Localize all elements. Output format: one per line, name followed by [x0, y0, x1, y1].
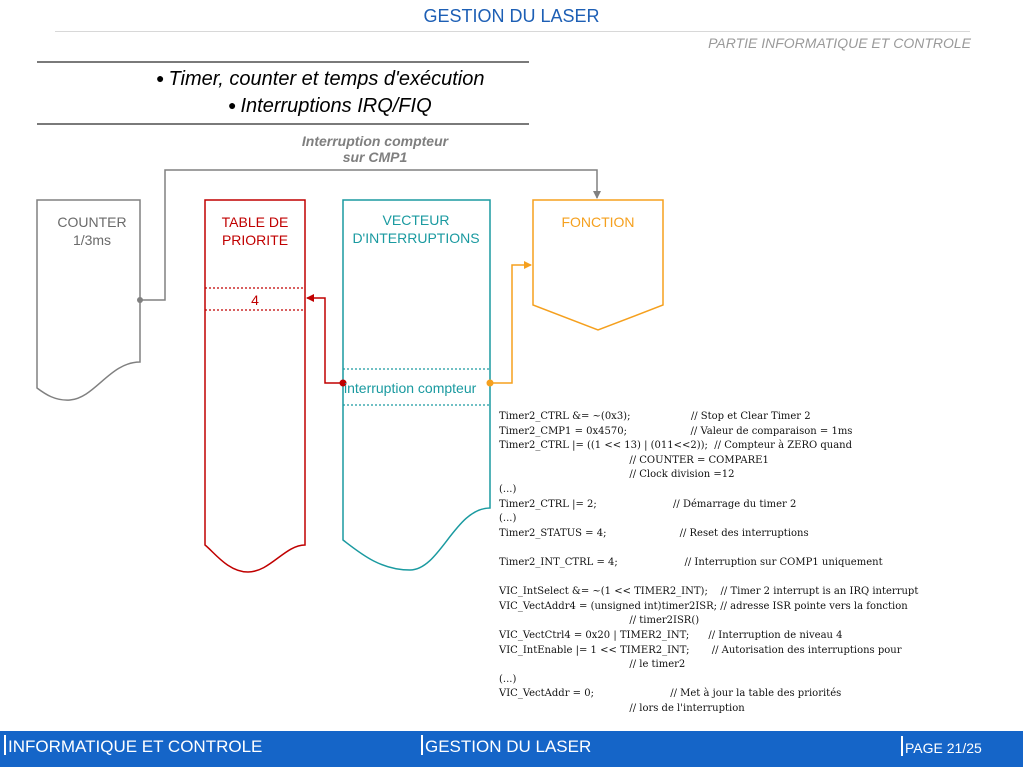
page-subtitle: PARTIE INFORMATIQUE ET CONTROLE: [708, 35, 971, 51]
vector-label-line: VECTEUR: [382, 212, 450, 228]
vector-label-line: D'INTERRUPTIONS: [352, 230, 480, 246]
priority-table-box: [204, 199, 306, 573]
footer-center-text: GESTION DU LASER: [425, 737, 592, 756]
code-line: (...): [499, 673, 517, 685]
vector-to-function-arrow: [490, 261, 532, 384]
function-label: FONCTION: [561, 214, 635, 230]
code-line: VIC_IntEnable |= 1 << TIMER2_INT; // Aut…: [499, 644, 902, 656]
page-title: GESTION DU LASER: [423, 6, 600, 26]
code-line: // COUNTER = COMPARE1: [629, 454, 769, 466]
code-line: Timer2_CTRL |= ((1 << 13) | (011<<2)); /…: [499, 440, 853, 452]
code-line: // le timer2: [629, 659, 686, 671]
priority-table-label-line: TABLE DE: [221, 214, 289, 230]
counter-label: COUNTER 1/3ms: [37, 213, 147, 249]
vector-red-dot: [339, 379, 347, 387]
code-line: VIC_IntSelect &= ~(1 << TIMER2_INT); // …: [499, 586, 919, 598]
code-listing: Timer2_CTRL &= ~(0x3); // Stop et Clear …: [499, 410, 918, 716]
code-line: Timer2_CTRL &= ~(0x3); // Stop et Clear …: [499, 411, 811, 422]
code-line: Timer2_STATUS = 4; // Reset des interrup…: [499, 527, 809, 539]
bullets-top-rule: [37, 61, 529, 63]
code-line: Timer2_CMP1 = 0x4570; // Valeur de compa…: [499, 425, 853, 437]
interrupt-note-line: Interruption compteur: [301, 133, 449, 149]
code-line: // Clock division =12: [629, 469, 735, 481]
footer-separator: [901, 736, 903, 756]
bullet-text: Timer, counter et temps d'exécution: [168, 68, 485, 90]
interrupt-note-line: sur CMP1: [342, 149, 408, 165]
code-line: (...): [499, 483, 517, 495]
counter-label-line: COUNTER: [57, 214, 127, 230]
code-line: VIC_VectAddr4 = (unsigned int)timer2ISR;…: [499, 600, 908, 612]
interrupt-note: Interruption compteur sur CMP1: [280, 133, 470, 165]
footer-left: INFORMATIQUE ET CONTROLE: [4, 735, 262, 757]
code-line: // lors de l'interruption: [629, 702, 745, 714]
priority-table-label-line: PRIORITE: [221, 232, 289, 248]
footer-separator: [4, 735, 6, 755]
vector-entry: interruption compteur: [344, 380, 477, 396]
code-line: // timer2ISR(): [629, 615, 700, 627]
code-line: VIC_VectCtrl4 = 0x20 | TIMER2_INT; // In…: [499, 629, 843, 641]
code-line: Timer2_INT_CTRL = 4; // Interruption sur…: [499, 556, 883, 568]
counter-to-function-arrow: [140, 169, 601, 301]
footer-separator: [421, 735, 423, 755]
bullets-bottom-rule: [37, 123, 529, 125]
counter-box: [36, 199, 141, 401]
priority-table-label: TABLE DE PRIORITE: [205, 213, 305, 249]
code-line: VIC_VectAddr = 0; // Met à jour la table…: [499, 688, 842, 700]
bullet-text: Interruptions IRQ/FIQ: [240, 95, 432, 117]
counter-connector-dot: [137, 297, 143, 303]
function-box: [532, 199, 664, 331]
vector-orange-dot: [486, 379, 494, 387]
page-number: PAGE 21/25: [905, 740, 982, 756]
vector-box: [342, 199, 491, 571]
footer-bar: [0, 731, 1023, 767]
vector-to-priority-arrow: [306, 294, 343, 384]
code-line: (...): [499, 513, 517, 525]
footer-left-text: INFORMATIQUE ET CONTROLE: [8, 737, 263, 756]
code-line: Timer2_CTRL |= 2; // Démarrage du timer …: [499, 498, 797, 510]
footer-page: PAGE 21/25: [901, 736, 982, 756]
header-divider: [55, 31, 970, 32]
footer-center: GESTION DU LASER: [421, 735, 591, 757]
counter-label-line: 1/3ms: [72, 232, 112, 248]
bullet-item: ●Timer, counter et temps d'exécution: [156, 68, 485, 90]
vector-label: VECTEUR D'INTERRUPTIONS: [342, 211, 490, 247]
priority-value: 4: [251, 292, 259, 308]
bullet-item: ●Interruptions IRQ/FIQ: [228, 95, 432, 117]
